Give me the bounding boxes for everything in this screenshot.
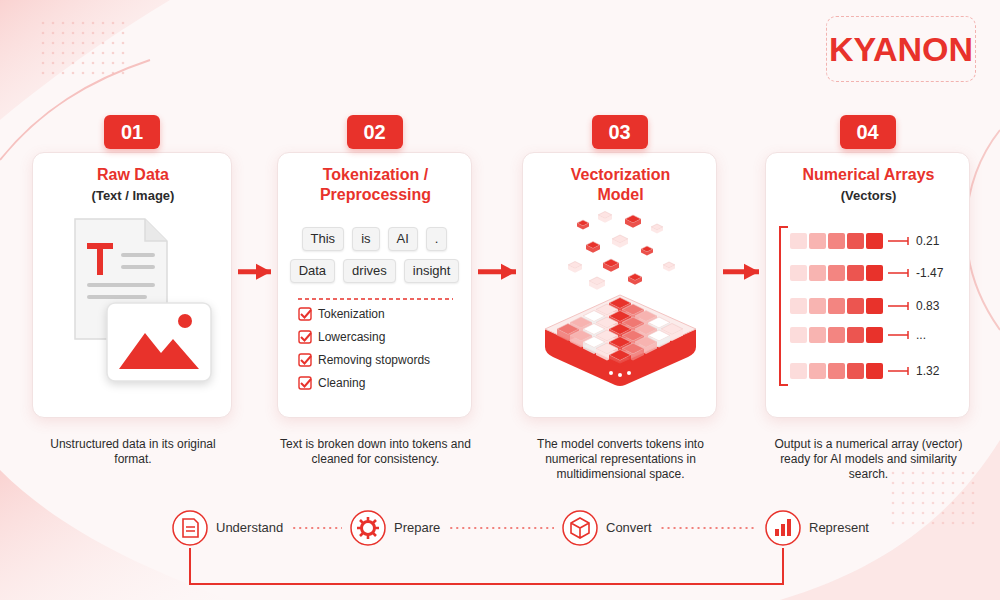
node-text: The model converts tokens into numerical… — [523, 437, 719, 482]
step-text: Understand — [216, 520, 283, 536]
dotted-connector — [662, 527, 757, 529]
step-text: Represent — [809, 520, 869, 536]
process-card: Vectorization ModelThe model converts to… — [522, 152, 717, 418]
prepare-icon — [351, 511, 385, 545]
token-chip: insight — [404, 259, 460, 283]
flow-arrow — [238, 269, 271, 274]
step-number: 03 — [592, 115, 648, 149]
step-number: 01 — [104, 115, 160, 149]
node-title: This — [311, 231, 336, 247]
node-title: . — [435, 231, 439, 247]
checklist-item: Tokenization — [318, 306, 385, 322]
node-title: 03 — [608, 120, 630, 145]
step-label: Convert — [562, 510, 654, 546]
vector-value: -1.47 — [916, 265, 943, 281]
checklist-item: Cleaning — [318, 375, 365, 391]
token-chip: AI — [388, 227, 418, 251]
image-icon — [107, 303, 211, 381]
node-title: insight — [413, 263, 451, 279]
node-title: drives — [352, 263, 387, 279]
vector-value: 0.83 — [916, 298, 939, 314]
convert-icon — [563, 511, 597, 545]
node-title: Vectorization Model — [556, 165, 686, 205]
vector-value: 0.21 — [916, 233, 939, 249]
token-chip: is — [352, 227, 379, 251]
token-chip: This — [302, 227, 345, 251]
step-label: Prepare — [350, 510, 442, 546]
step-text: Prepare — [394, 520, 440, 536]
node-text: Output is a numerical array (vector) rea… — [771, 437, 967, 482]
process-card: Tokenization / PreprocessingText is brok… — [277, 152, 472, 418]
represent-icon — [766, 511, 800, 545]
vector-cubes — [557, 212, 683, 368]
node-text: Text is broken down into tokens and clea… — [278, 437, 474, 467]
node-title: AI — [397, 231, 409, 247]
dotted-connector — [293, 527, 342, 529]
process-card: Raw Data(Text / Image)Unstructured data … — [32, 152, 232, 418]
node-title: Raw Data — [48, 165, 218, 185]
checklist-item: Removing stopwords — [318, 352, 430, 368]
flow-arrow — [478, 269, 516, 274]
understand-icon — [173, 511, 207, 545]
flow-arrow — [723, 269, 759, 274]
step-number: 02 — [347, 115, 403, 149]
node-title: is — [361, 231, 370, 247]
step-text: Convert — [606, 520, 652, 536]
node-title: 04 — [856, 120, 878, 145]
node-title: KYANON — [829, 28, 973, 71]
step-number: 04 — [840, 115, 896, 149]
step-label: Represent — [765, 510, 871, 546]
vector-value: ... — [916, 327, 926, 343]
node-title: Tokenization / Preprocessing — [296, 165, 456, 205]
vector-value: 1.32 — [916, 363, 939, 379]
node-title: Numerical Arrays — [784, 165, 954, 185]
process-card: Numerical Arrays(Vectors)Output is a num… — [765, 152, 970, 418]
token-chip: Data — [290, 259, 335, 283]
checkboxes — [299, 308, 311, 389]
step-label: Understand — [172, 510, 285, 546]
node-text: (Vectors) — [784, 188, 954, 204]
node-text: (Text / Image) — [48, 188, 218, 204]
node-title: 02 — [363, 120, 385, 145]
brand-logo: KYANON — [826, 16, 976, 82]
node-title: Data — [299, 263, 326, 279]
checklist-item: Lowercasing — [318, 329, 385, 345]
bottom-bracket — [190, 548, 783, 584]
node-text: Unstructured data in its original format… — [35, 437, 231, 467]
dotted-connector — [450, 527, 554, 529]
node-title: 01 — [121, 120, 143, 145]
token-chip: drives — [343, 259, 396, 283]
vector-bars — [790, 233, 908, 379]
token-chip: . — [426, 227, 448, 251]
